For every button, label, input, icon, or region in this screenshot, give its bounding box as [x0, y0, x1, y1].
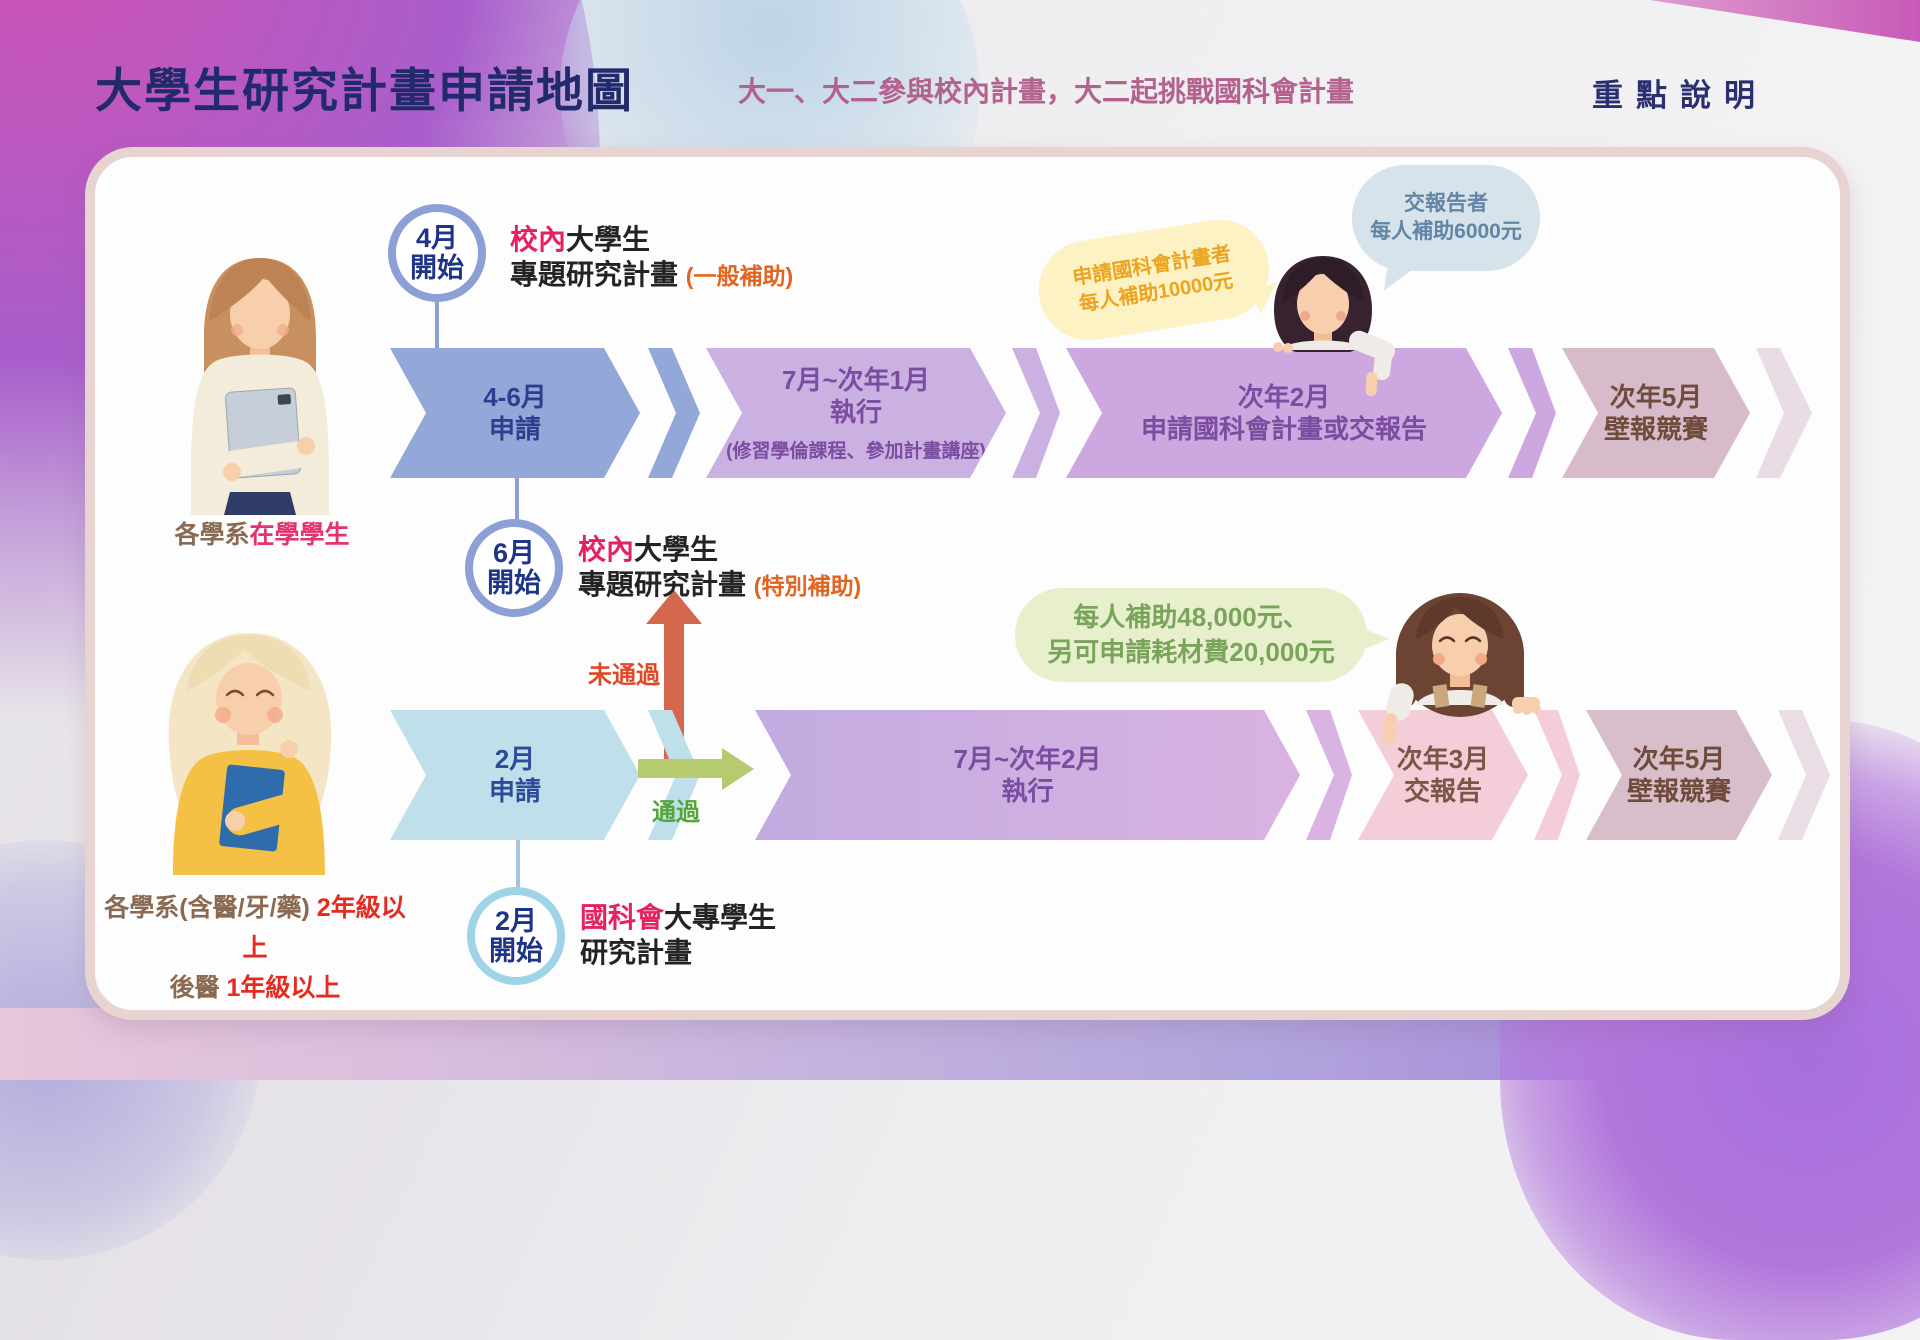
finger: [1522, 705, 1532, 715]
hand: [280, 740, 298, 758]
fail-label: 未通過: [588, 662, 660, 689]
bubble-report-subsidy: 交報告者 每人補助6000元: [1352, 165, 1540, 271]
keynote-label: 重點說明: [1592, 78, 1768, 113]
label-campus-project-general: 校內大學生 專題研究計畫 (一般補助): [510, 224, 794, 290]
page-title: 大學生研究計畫申請地圖: [95, 64, 634, 117]
label-campus-project-special: 校內大學生 專題研究計畫 (特別補助): [578, 534, 862, 600]
fail-arrow-head: [646, 590, 702, 624]
student-2-label: 各學系(含醫/牙/藥) 2年級以上 後醫 1年級以上: [100, 888, 410, 1008]
shoulder-body: [1284, 344, 1362, 350]
face: [1432, 614, 1488, 676]
student-illustration-1: [191, 258, 329, 515]
bubble-nstc-amount: 每人補助48,000元、 另可申請耗材費20,000元: [1015, 588, 1389, 682]
connector-badge-apr: [435, 296, 439, 352]
face: [1297, 274, 1349, 334]
step-apply-feb: 2月 申請: [390, 710, 640, 840]
connector-badge-jun: [515, 478, 519, 522]
student-1-label: 各學系在學學生: [152, 515, 372, 555]
hand-on-edge: [1283, 343, 1293, 353]
student-illustration-2: [168, 633, 332, 875]
step-apply-nstc-or-report: 次年2月 申請國科會計畫或交報告: [1066, 348, 1502, 478]
student-2-line2: 後醫 1年級以上: [169, 974, 341, 1002]
label-status: 在學學生: [249, 521, 350, 549]
hair-front: [1416, 597, 1504, 639]
face: [216, 663, 282, 735]
label-nstc-college-project: 國科會大專學生 研究計畫: [580, 902, 777, 968]
bg-wedge-top-right: [1650, 0, 1920, 42]
step-execute-jul-jan: 7月~次年1月 執行 (修習學倫課程、參加計畫講座): [706, 348, 1006, 478]
page-subtitle: 大一、大二參與校內計畫，大二起挑戰國科會計畫: [738, 76, 1355, 107]
hair-front: [1282, 258, 1364, 302]
badge-june-start: 6月 開始: [465, 519, 563, 617]
hand: [223, 463, 241, 481]
pass-arrow-head: [722, 748, 754, 790]
label-dept: 各學系: [174, 521, 250, 549]
badge-april-start: 4月 開始: [388, 204, 486, 302]
hand: [297, 437, 315, 455]
hair-strand: [1504, 643, 1524, 707]
pointing-hand: [1365, 372, 1378, 397]
hand-on-edge: [1273, 342, 1283, 352]
peeking-student-1: [1273, 256, 1395, 397]
skirt: [224, 492, 296, 515]
arm-sleeve: [1386, 683, 1414, 721]
step-execute-jul-feb: 7月~次年2月 執行: [755, 710, 1300, 840]
pointing-hand: [1382, 713, 1398, 745]
step-apply-apr-jun: 4-6月 申請: [390, 348, 640, 478]
finger: [1513, 704, 1523, 714]
peeking-student-2: [1382, 593, 1541, 745]
badge-february-start: 2月 開始: [467, 887, 565, 985]
forearm: [1373, 350, 1392, 381]
hand: [225, 811, 245, 831]
student-2-line1: 各學系(含醫/牙/藥) 2年級以上: [104, 894, 406, 962]
finger: [1531, 704, 1541, 714]
pass-arrow-shaft: [638, 759, 724, 778]
pass-label: 通過: [652, 799, 700, 826]
main-panel: [85, 147, 1850, 1020]
vest-strap: [1432, 684, 1450, 708]
vest-strap: [1470, 684, 1488, 708]
connector-badge-feb: [516, 840, 520, 888]
